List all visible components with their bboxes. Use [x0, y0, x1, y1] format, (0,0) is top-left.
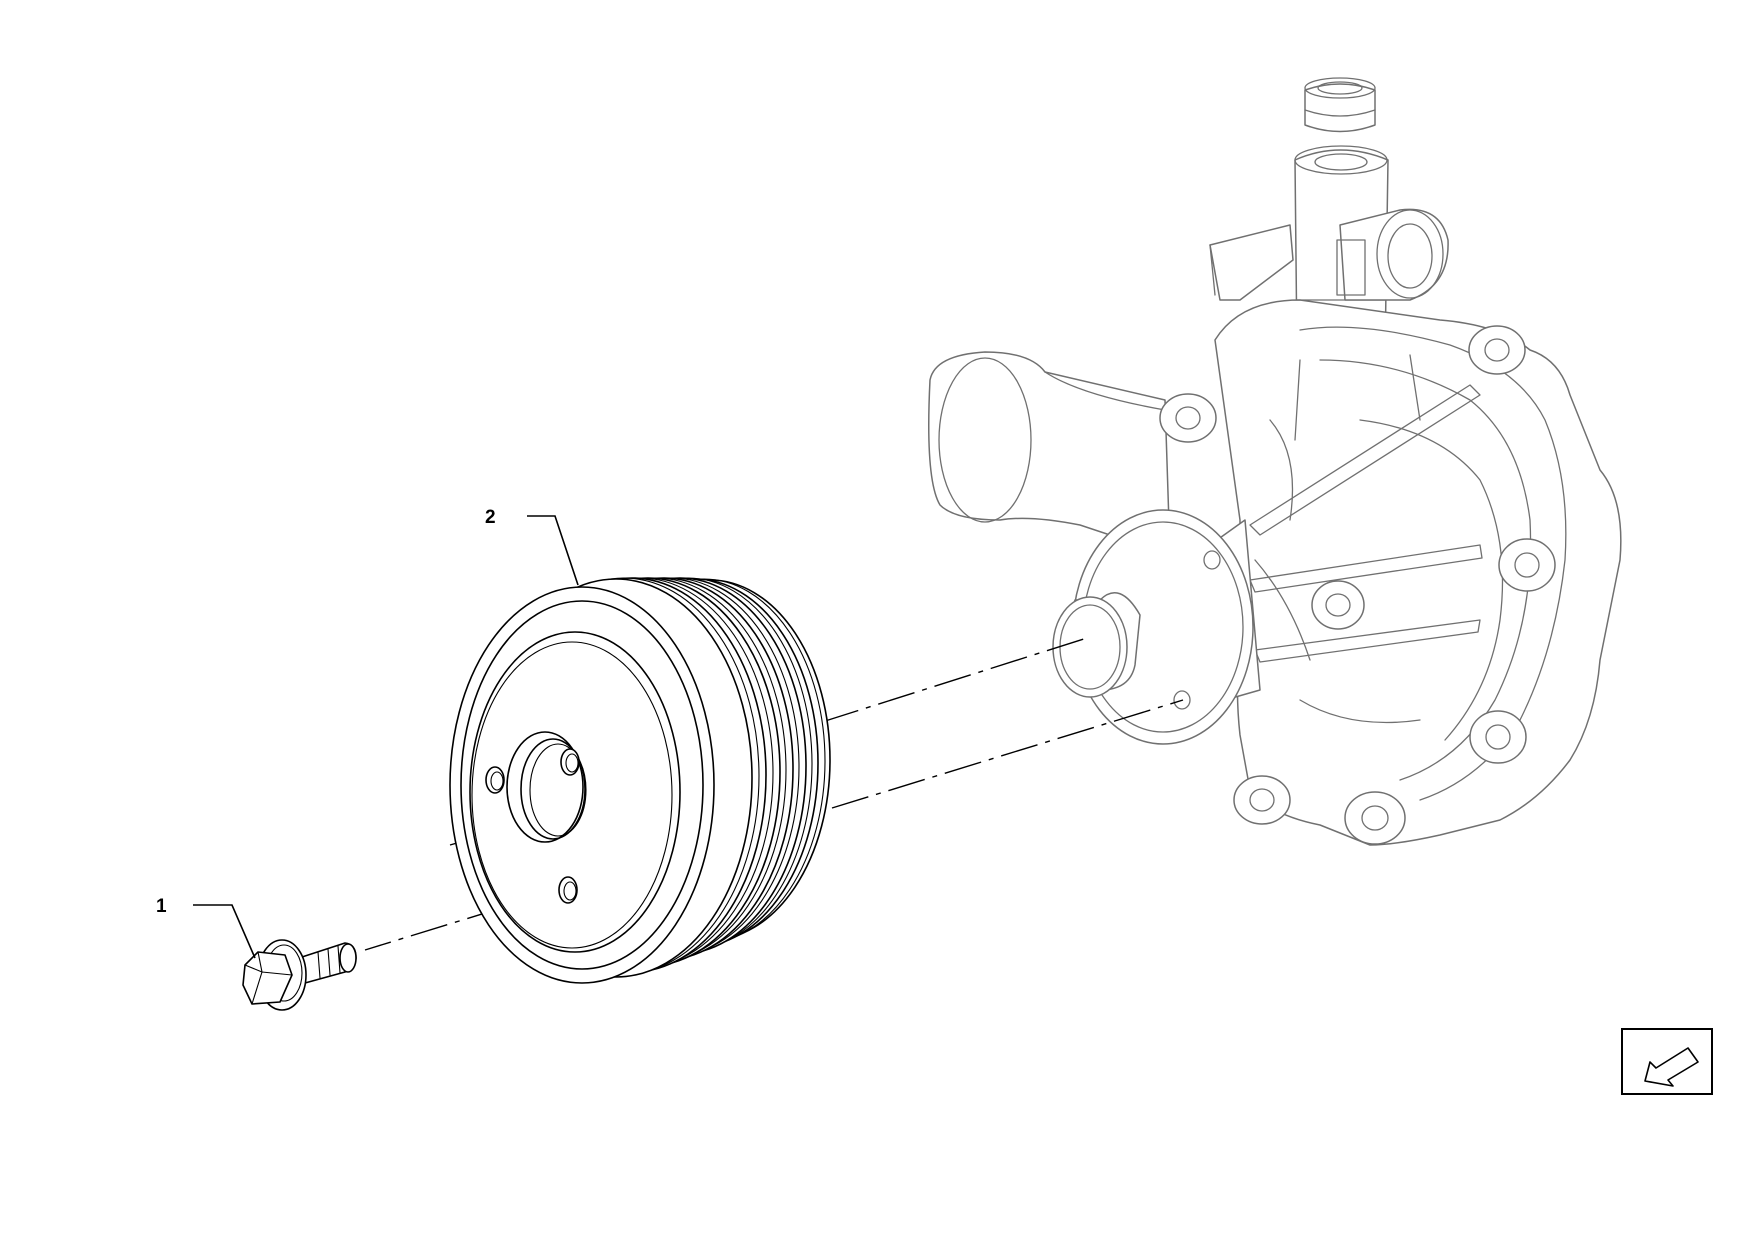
- leader-line-2: [527, 515, 579, 586]
- leader-line-1: [193, 904, 256, 959]
- callout-2: 2: [485, 507, 579, 586]
- callout-label-1: 1: [156, 896, 167, 917]
- callout-1: 1: [156, 896, 256, 959]
- arrow-down-left-icon[interactable]: [1621, 1028, 1713, 1095]
- water-pump-housing: [928, 77, 1622, 846]
- callout-label-2: 2: [485, 507, 496, 528]
- flange-bolt: [242, 939, 357, 1011]
- crankshaft-pulley: [449, 577, 831, 984]
